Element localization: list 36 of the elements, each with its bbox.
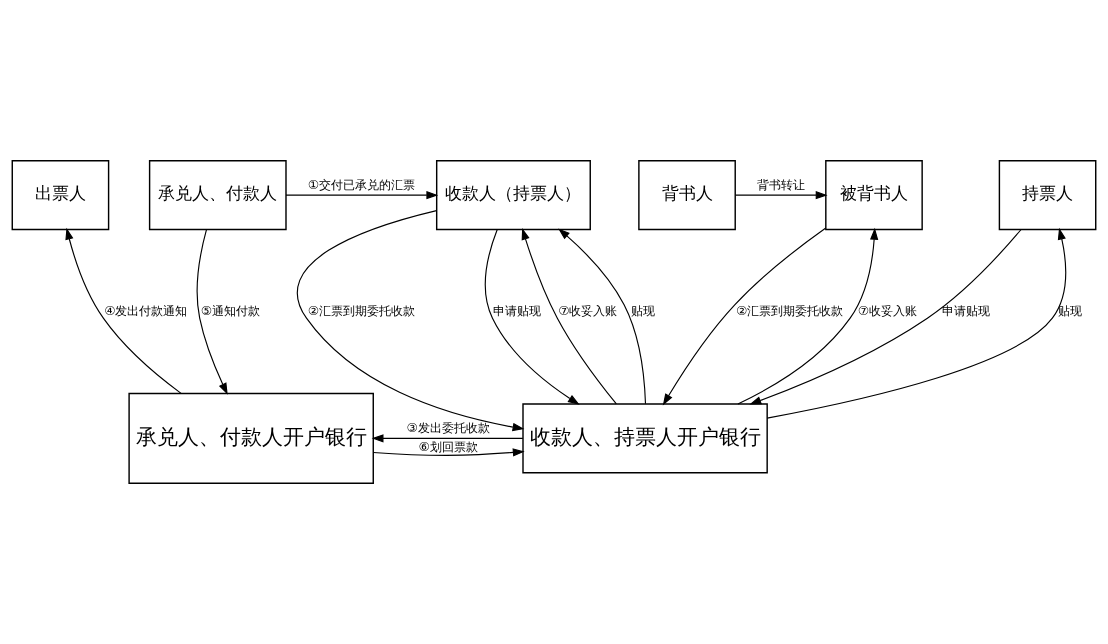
edge-label: ⑦收妥入账 [857,302,917,318]
node-box: 承兑人、付款人 [148,160,287,231]
edge-label: ②汇票到期委托收款 [307,302,415,318]
edge-label: 申请贴现 [942,302,991,318]
edge-label: 贴现 [631,302,656,318]
arrow [521,227,617,405]
edge-label: 贴现 [1058,302,1083,318]
arrow [372,448,525,457]
arrow [484,228,580,405]
arrow [737,227,879,405]
node-box: 持票人 [998,160,1097,231]
node-box: 出票人 [11,160,110,231]
edge-label: ⑤通知付款 [200,302,260,318]
edge-label: ⑥划回票款 [418,439,478,455]
edge-label: ②汇票到期委托收款 [736,302,844,318]
arrow [558,228,647,405]
arrow [285,191,439,200]
node-box: 被背书人 [825,160,923,231]
arrow [662,227,827,406]
arrow [766,227,1067,419]
edge-label: 申请贴现 [493,302,542,318]
arrow [65,227,182,394]
arrow [749,229,1022,405]
arrow [734,191,828,200]
node-box: 背书人 [638,160,736,231]
arrow [296,210,525,432]
edge-label: ⑦收妥入账 [558,302,618,318]
arrow [371,434,524,443]
edge-label: 背书转让 [756,176,805,192]
edge-label: ①交付已承兑的汇票 [307,176,415,192]
edge-label: ④发出付款通知 [104,302,188,318]
node-box: 收款人、持票人开户银行 [522,403,768,474]
arrow [196,229,228,395]
node-box: 承兑人、付款人开户银行 [128,392,374,484]
node-box: 收款人（持票人） [435,160,591,231]
edge-label: ③发出委托收款 [406,420,490,436]
